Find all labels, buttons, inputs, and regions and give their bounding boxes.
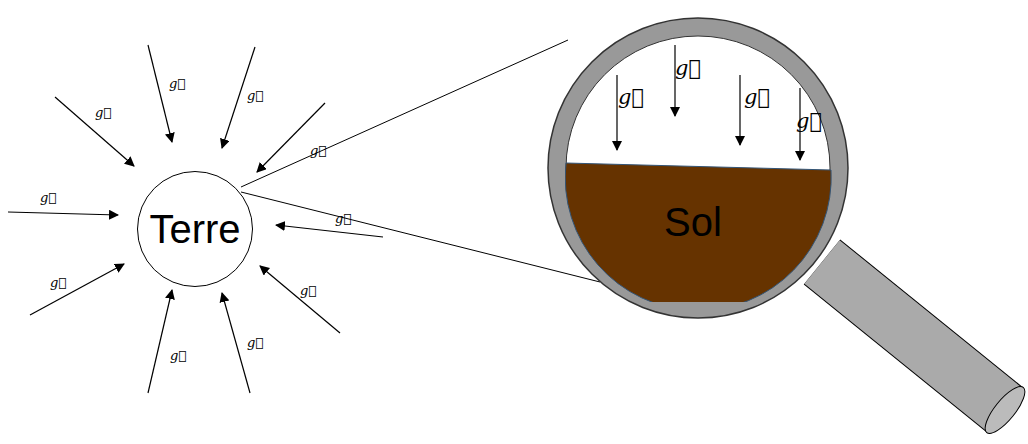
gravity-label: g⃗: [50, 276, 66, 289]
node-text: Sol: [664, 202, 722, 242]
gravity-label: g⃗: [675, 58, 701, 79]
gravity-label: g⃗: [335, 212, 351, 225]
gravity-label: g⃗: [310, 144, 326, 157]
gravity-label: g⃗: [744, 87, 770, 108]
node-text: Terre: [149, 209, 240, 249]
gravity-label: g⃗: [247, 336, 263, 349]
gravity-label: g⃗: [618, 87, 644, 108]
gravity-label: g⃗: [170, 349, 186, 362]
earth-circle: Terre: [137, 171, 253, 287]
gravity-label: g⃗: [300, 284, 316, 297]
gravity-label: g⃗: [796, 111, 822, 132]
gravity-label: g⃗: [95, 106, 111, 119]
gravity-label: g⃗: [247, 89, 263, 102]
gravity-label: g⃗: [169, 77, 185, 90]
gravity-label: g⃗: [40, 191, 56, 204]
soil-region: Sol: [565, 160, 832, 302]
